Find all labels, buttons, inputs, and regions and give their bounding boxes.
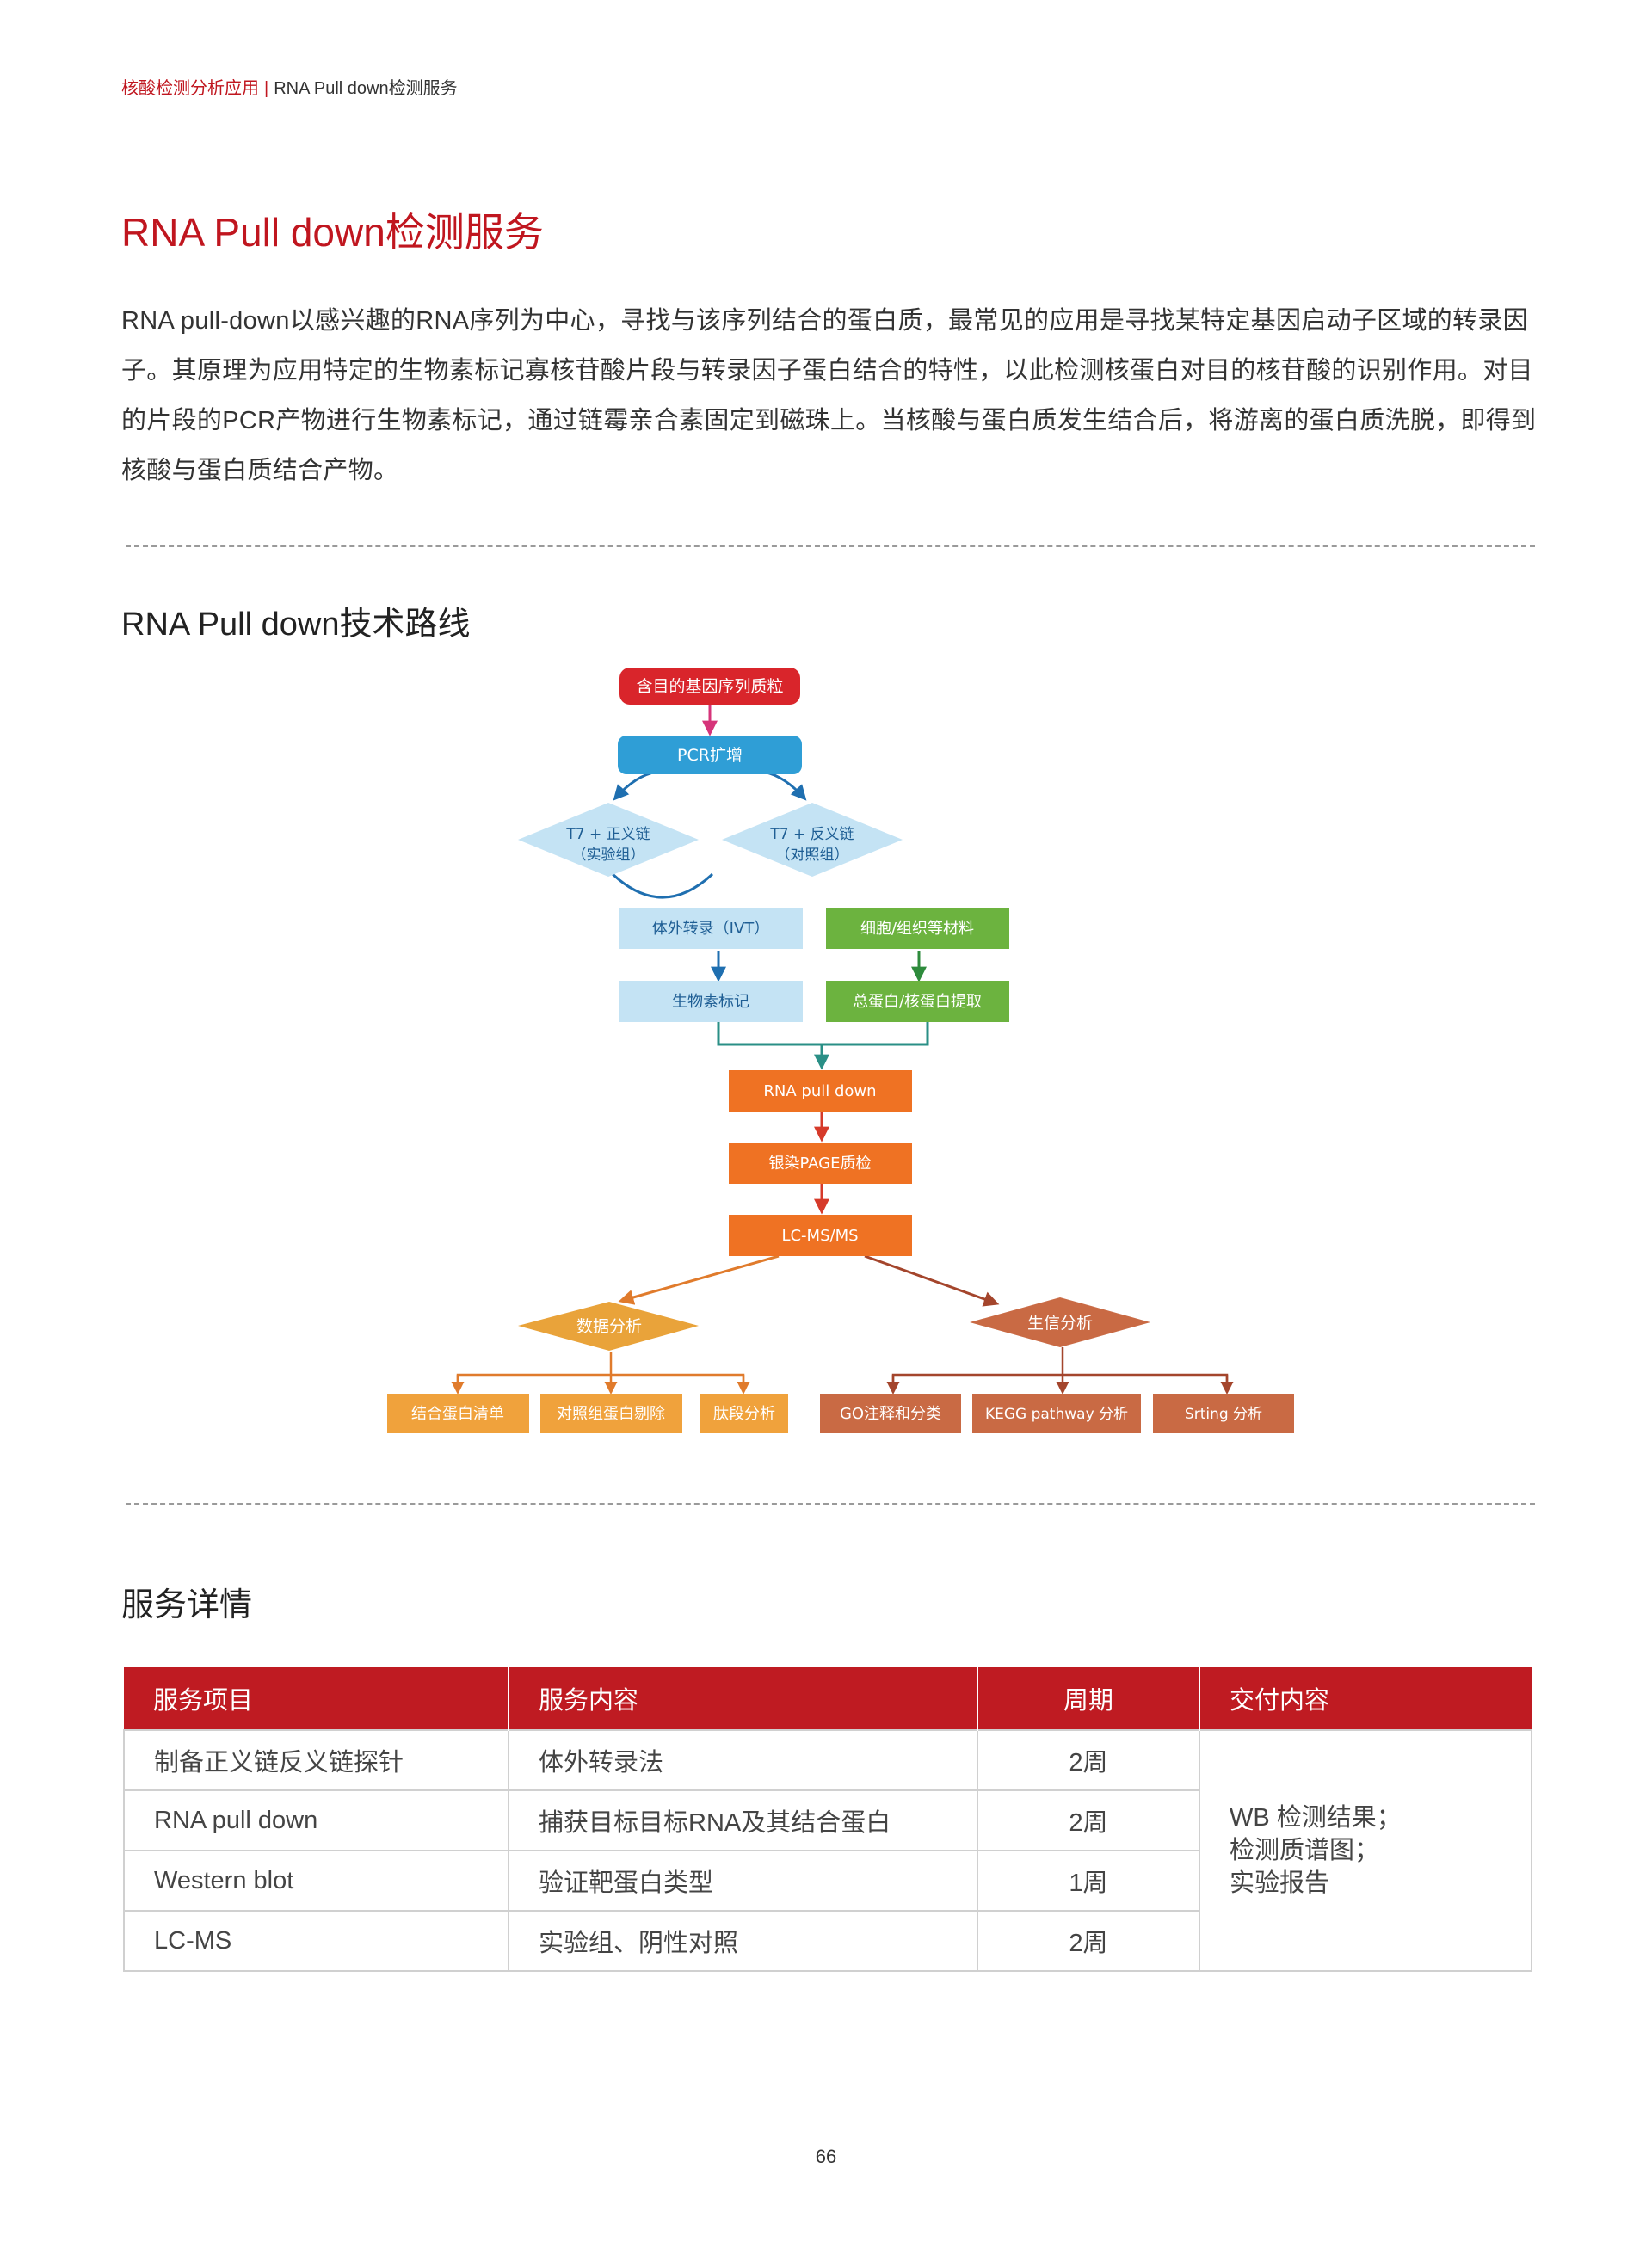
cell-item: LC-MS	[123, 1910, 509, 1972]
arrow-lcms-data	[618, 1254, 780, 1305]
node-bind-list: 结合蛋白清单	[387, 1394, 529, 1433]
node-biotin: 生物素标记	[620, 981, 803, 1022]
intro-paragraph: RNA pull-down以感兴趣的RNA序列为中心，寻找与该序列结合的蛋白质，…	[121, 307, 1537, 484]
node-pulldown: RNA pull down	[729, 1070, 912, 1112]
node-biotin-label: 生物素标记	[672, 993, 749, 1011]
arrow-pcr-sense	[613, 770, 659, 801]
connector-merge	[611, 872, 714, 899]
node-data-analysis-label: 数据分析	[576, 1317, 642, 1336]
flowchart: 含目的基因序列质粒 PCR扩增 T7 + 正义链 （实验组） T7 + 反义链 …	[387, 668, 1294, 1433]
deliverable-item: 检测质谱图；	[1230, 1837, 1380, 1864]
cell-period: 1周	[977, 1850, 1200, 1912]
divider	[126, 1503, 1535, 1505]
node-bioinfo: 生信分析	[970, 1297, 1150, 1347]
node-ctrl-group-label: （对照组）	[776, 847, 849, 864]
node-kegg: KEGG pathway 分析	[972, 1394, 1141, 1433]
cell-content: 体外转录法	[508, 1729, 978, 1791]
page-title: RNA Pull down检测服务	[121, 210, 544, 255]
cell-item: RNA pull down	[123, 1789, 509, 1851]
node-pulldown-label: RNA pull down	[763, 1082, 876, 1100]
node-extract-label: 总蛋白/核蛋白提取	[853, 993, 982, 1011]
table-row: 制备正义链反义链探针 体外转录法 2周 WB 检测结果； 检测质谱图； 实验报告	[123, 1729, 1532, 1972]
breadcrumb-section: 核酸检测分析应用	[121, 79, 259, 98]
node-lcms-label: LC-MS/MS	[781, 1227, 858, 1245]
breadcrumb: 核酸检测分析应用 | RNA Pull down检测服务	[121, 74, 458, 99]
node-data-analysis: 数据分析	[518, 1302, 699, 1351]
service-table: 服务项目 服务内容 周期 交付内容 制备正义链反义链探针 体外转录法 2周 WB…	[123, 1667, 1532, 1972]
table-row: Western blot 验证靶蛋白类型 1周	[123, 1850, 1532, 1912]
breadcrumb-current: RNA Pull down检测服务	[274, 79, 458, 98]
node-ivt-label: 体外转录（IVT）	[652, 920, 770, 938]
node-exp-group-label: （实验组）	[572, 847, 645, 864]
node-ivt: 体外转录（IVT）	[620, 908, 803, 949]
cell-content: 捕获目标目标RNA及其结合蛋白	[508, 1789, 978, 1851]
node-peptide-label: 肽段分析	[713, 1405, 775, 1423]
cell-item: Western blot	[123, 1850, 509, 1912]
node-cells: 细胞/组织等材料	[826, 908, 1009, 949]
node-plasmid: 含目的基因序列质粒	[620, 668, 800, 705]
node-t7-sense-label: T7 + 正义链	[565, 826, 650, 843]
header-period: 周期	[977, 1667, 1200, 1730]
breadcrumb-separator: |	[264, 79, 269, 98]
service-heading: 服务详情	[121, 1587, 253, 1623]
cell-period: 2周	[977, 1729, 1200, 1791]
route-heading: RNA Pull down技术路线	[121, 607, 471, 643]
cell-period: 2周	[977, 1910, 1200, 1972]
cell-content: 验证靶蛋白类型	[508, 1850, 978, 1912]
connector-bio-split	[891, 1373, 1229, 1392]
node-page: 银染PAGE质检	[729, 1143, 912, 1184]
node-bind-list-label: 结合蛋白清单	[411, 1405, 504, 1423]
table-header-row: 服务项目 服务内容 周期 交付内容	[124, 1667, 1532, 1730]
table-row: RNA pull down 捕获目标目标RNA及其结合蛋白 2周	[123, 1789, 1532, 1851]
divider	[126, 545, 1535, 547]
node-t7-sense: T7 + 正义链 （实验组）	[518, 803, 699, 877]
connector-data-split	[456, 1373, 745, 1392]
page-number: 66	[815, 2146, 837, 2167]
arrow-lcms-bioinfo	[864, 1254, 1000, 1307]
header-service-content: 服务内容	[509, 1667, 978, 1730]
cell-period: 2周	[977, 1789, 1200, 1851]
node-string: Srting 分析	[1153, 1394, 1294, 1433]
node-go-label: GO注释和分类	[840, 1405, 941, 1423]
table-row: LC-MS 实验组、阴性对照 2周	[123, 1910, 1532, 1972]
node-peptide: 肽段分析	[700, 1394, 788, 1433]
node-ctrl-remove: 对照组蛋白剔除	[540, 1394, 682, 1433]
node-pcr: PCR扩增	[618, 736, 802, 774]
arrow-pcr-antisense	[761, 770, 807, 801]
node-go: GO注释和分类	[820, 1394, 961, 1433]
connector-join	[717, 1022, 929, 1046]
cell-item: 制备正义链反义链探针	[123, 1729, 509, 1791]
node-lcms: LC-MS/MS	[729, 1215, 912, 1256]
header-service-item: 服务项目	[124, 1667, 509, 1730]
node-t7-antisense-label: T7 + 反义链	[769, 826, 854, 843]
node-bioinfo-label: 生信分析	[1027, 1314, 1093, 1333]
deliverable-item: 实验报告	[1230, 1869, 1330, 1897]
node-kegg-label: KEGG pathway 分析	[985, 1406, 1128, 1423]
node-ctrl-remove-label: 对照组蛋白剔除	[557, 1405, 665, 1423]
node-cells-label: 细胞/组织等材料	[860, 920, 974, 938]
node-plasmid-label: 含目的基因序列质粒	[636, 677, 783, 696]
header-deliverables: 交付内容	[1199, 1667, 1532, 1730]
cell-content: 实验组、阴性对照	[508, 1910, 978, 1972]
node-page-label: 银染PAGE质检	[768, 1155, 871, 1173]
deliverable-item: WB 检测结果；	[1230, 1804, 1402, 1832]
cell-deliverables: WB 检测结果； 检测质谱图； 实验报告	[1199, 1729, 1532, 1972]
node-string-label: Srting 分析	[1185, 1406, 1262, 1423]
node-extract: 总蛋白/核蛋白提取	[826, 981, 1009, 1022]
node-t7-antisense: T7 + 反义链 （对照组）	[722, 803, 903, 877]
node-pcr-label: PCR扩增	[677, 746, 743, 765]
